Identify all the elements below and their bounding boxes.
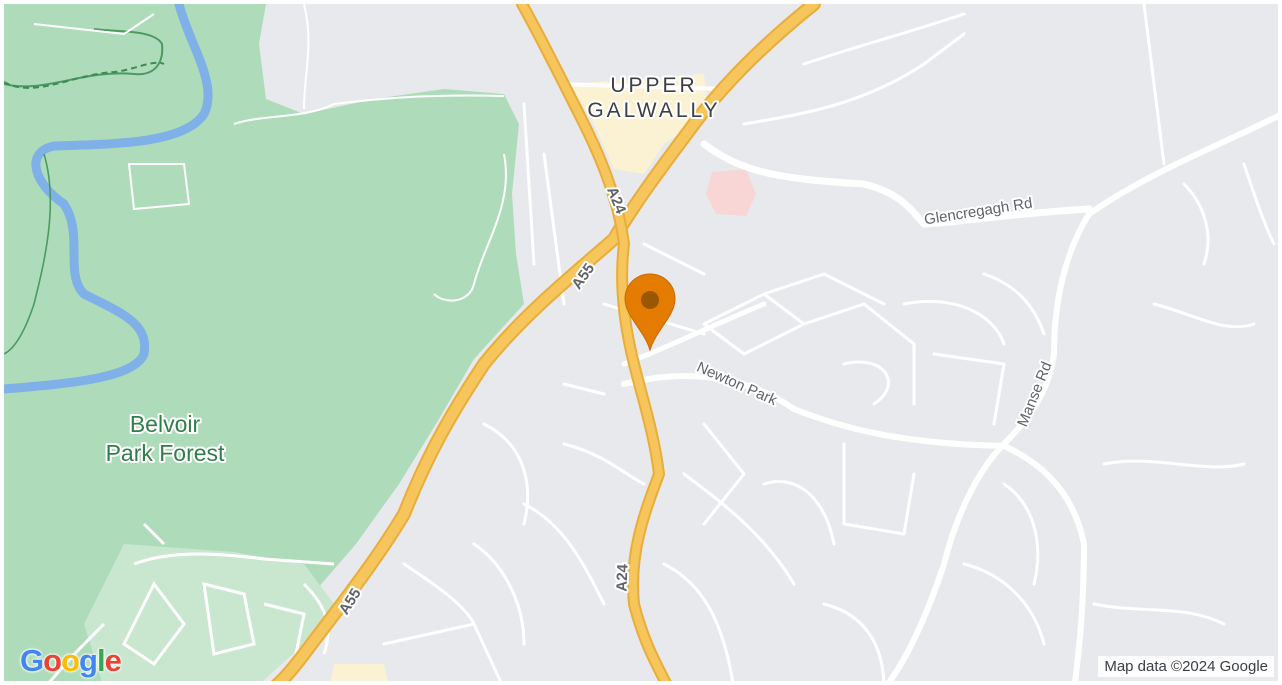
river xyxy=(4,4,213,394)
park-label-belvoir: Belvoir xyxy=(130,411,201,437)
district-label-upper: UPPER xyxy=(610,74,697,97)
commercial-patch-south xyxy=(330,664,388,681)
highway-a55 xyxy=(270,4,821,681)
logo-letter: o xyxy=(61,643,80,678)
park-label-park-forest: Park Forest xyxy=(106,440,225,466)
google-logo[interactable]: Google xyxy=(20,643,122,678)
map-canvas[interactable]: UPPER GALWALLY Belvoir Park Forest Glenc… xyxy=(4,4,1282,685)
park-white-paths xyxy=(33,4,507,302)
logo-letter: g xyxy=(79,643,98,678)
park-trail-dashed xyxy=(4,61,165,89)
district-label-galwally: GALWALLY xyxy=(587,99,720,122)
logo-letter: e xyxy=(104,643,122,678)
logo-letter: o xyxy=(43,643,62,678)
belvoir-park-forest-area xyxy=(4,4,524,681)
map-attribution[interactable]: Map data ©2024 Google xyxy=(1098,656,1274,677)
hospital-area xyxy=(706,169,756,216)
upper-galwally-commercial-area xyxy=(569,74,709,174)
southwest-residential-streets xyxy=(48,522,335,681)
local-streets xyxy=(382,4,1278,681)
park-path xyxy=(4,28,164,88)
logo-letter: G xyxy=(20,643,44,678)
location-pin-icon[interactable] xyxy=(624,273,676,352)
park-path-west xyxy=(4,153,52,355)
road-label-a24-south: A24 xyxy=(614,563,632,592)
logo-letter: l xyxy=(96,643,106,678)
highway-a24 xyxy=(516,4,672,681)
